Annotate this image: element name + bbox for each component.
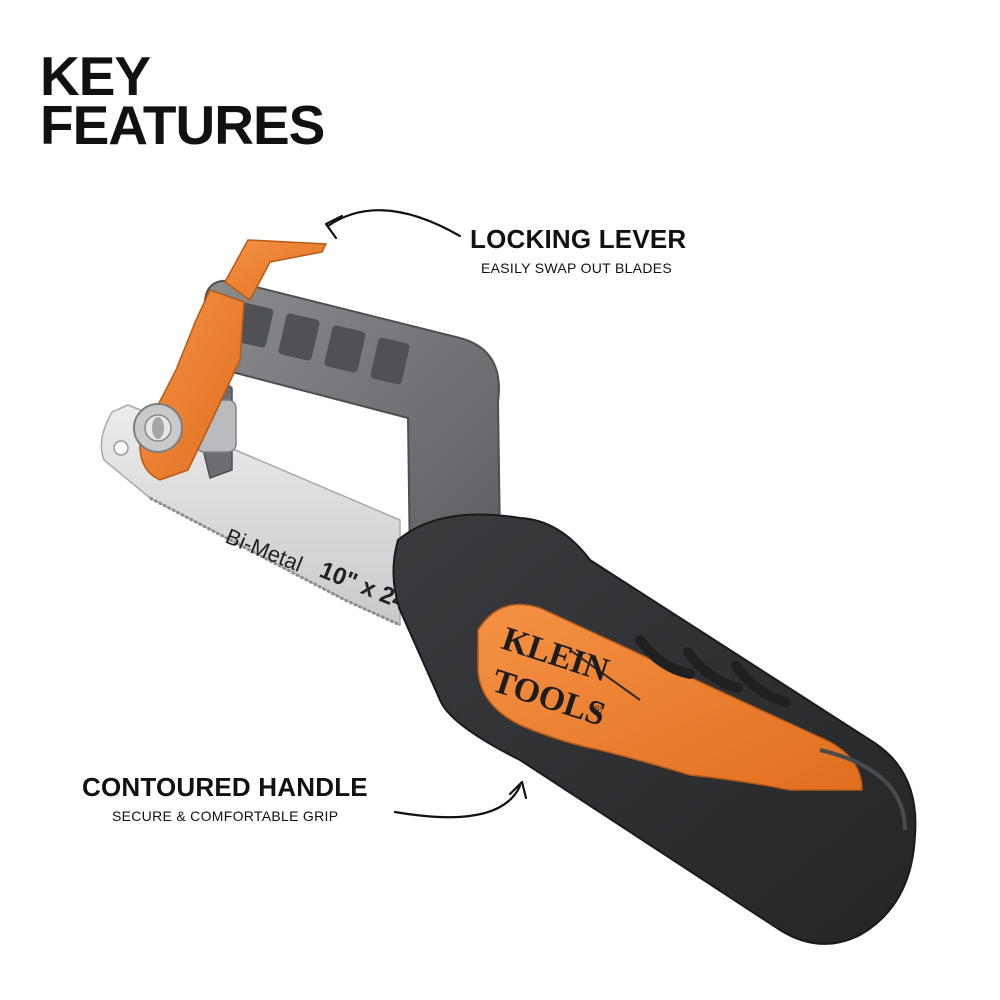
callout-subtitle: EASILY SWAP OUT BLADES <box>481 260 673 276</box>
callout-subtitle: SECURE & COMFORTABLE GRIP <box>112 808 339 824</box>
callout-locking-lever: LOCKING LEVER EASILY SWAP OUT BLADES <box>470 224 770 276</box>
contoured-handle: KLEIN TOOLS ® <box>392 513 917 945</box>
page-title: KEY FEATURES <box>40 45 325 156</box>
arrow-to-lever-icon <box>324 209 462 240</box>
callout-title: CONTOURED HANDLE <box>82 772 368 802</box>
callout-title: LOCKING LEVER <box>470 224 687 254</box>
headline-line-1: KEY <box>40 45 151 107</box>
registered-mark: ® <box>592 702 603 718</box>
grip-orange-panel <box>477 603 863 791</box>
headline-line-2: FEATURES <box>40 94 325 156</box>
callout-contoured-handle: CONTOURED HANDLE SECURE & COMFORTABLE GR… <box>82 772 412 824</box>
blade-pin-hole <box>113 440 129 456</box>
arrow-to-handle-icon <box>393 780 528 819</box>
locking-lever <box>133 239 328 481</box>
